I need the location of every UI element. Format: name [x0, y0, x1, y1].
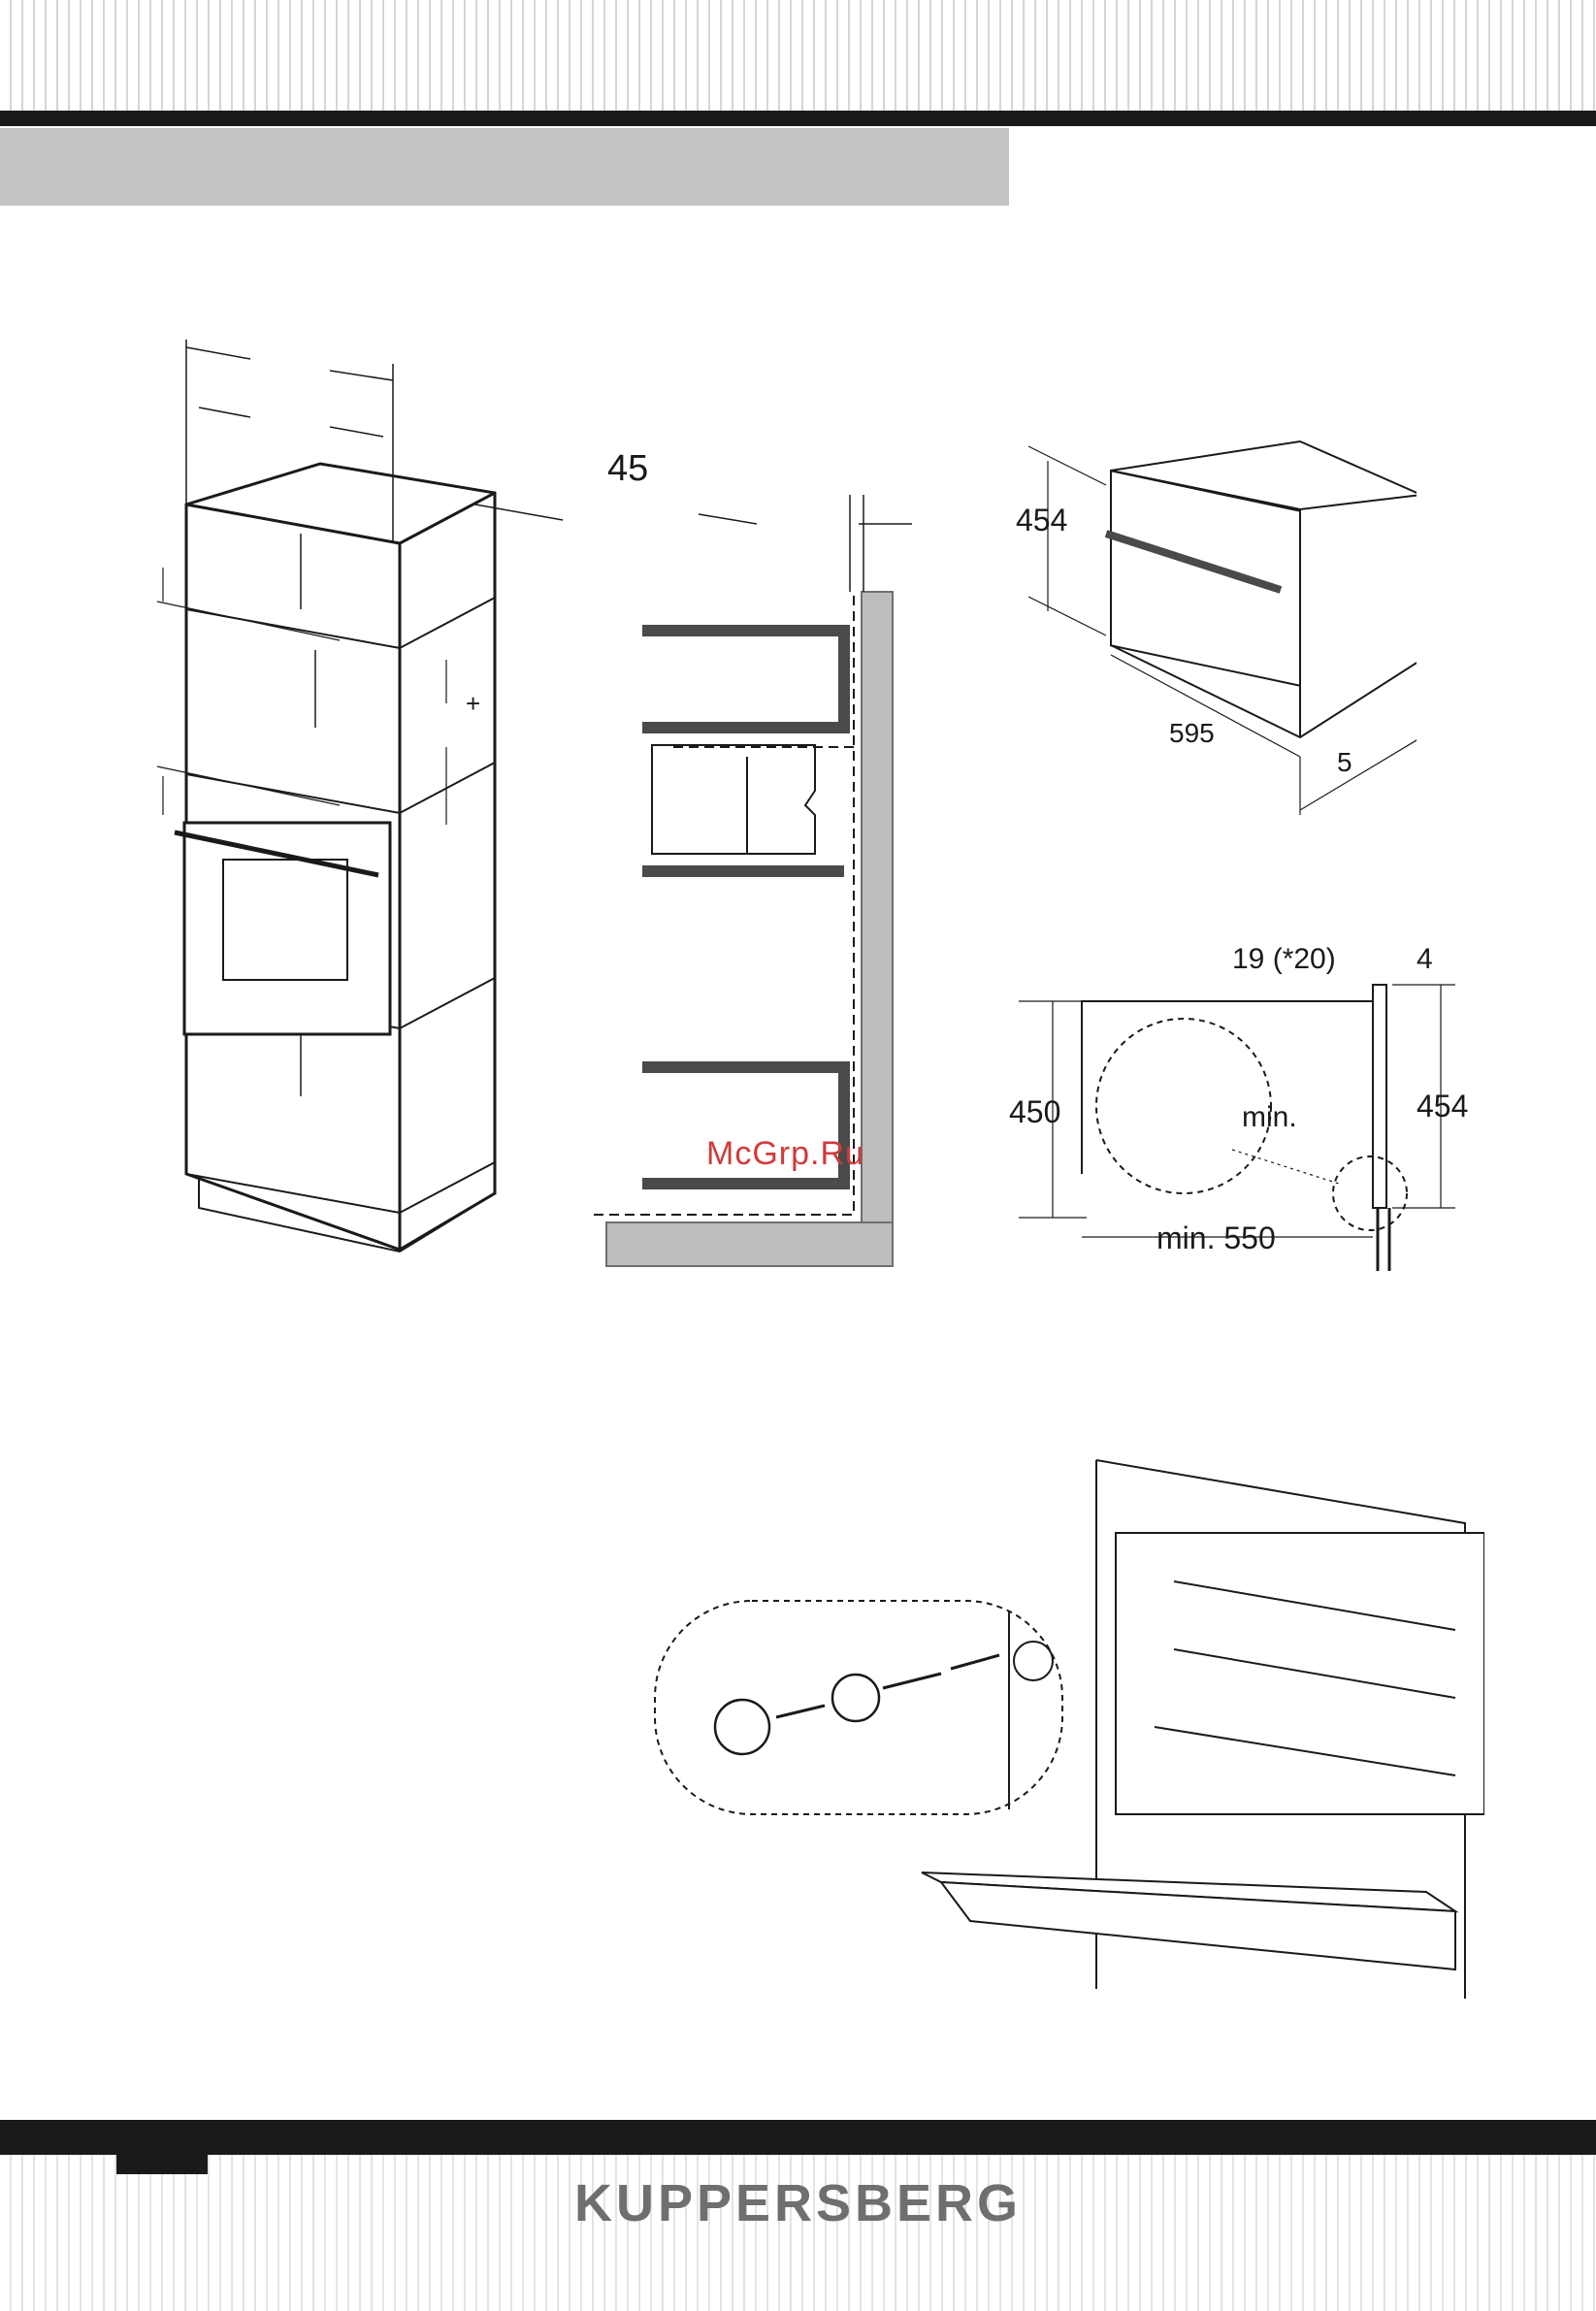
dim-niche-height-label: 450 [1009, 1094, 1060, 1130]
section-header-bar [0, 128, 1009, 206]
niche-dimensions-figure: 19 (*20) 4 450 454 min. min. 550 [1009, 931, 1514, 1281]
brand-logo: KUPPERSBERG [0, 2173, 1596, 2233]
watermark-text: McGrp.Ru [706, 1135, 864, 1173]
dim-appliance-height-label: 454 [1417, 1089, 1468, 1124]
appliance-dimensions-figure: 454 595 5 [1009, 427, 1417, 834]
dim-45-label: 45 [607, 448, 648, 490]
dim-gap-label: 4 [1417, 943, 1433, 976]
dim-min-depth-label: min. 550 [1156, 1221, 1276, 1256]
dim-front-thickness-label: 19 (*20) [1232, 943, 1336, 976]
bottom-rule [0, 2120, 1596, 2155]
top-stripe-band [0, 0, 1596, 112]
dim-offset-label: 5 [1337, 747, 1352, 778]
dim-width-label: 595 [1169, 718, 1215, 749]
plus-mark: + [466, 689, 480, 719]
page-tab [116, 2153, 208, 2174]
screw-mounting-figure [650, 1455, 1484, 1999]
top-rule [0, 111, 1596, 126]
dim-min-label: min. [1242, 1101, 1297, 1134]
dim-height-label: 454 [1016, 503, 1067, 538]
